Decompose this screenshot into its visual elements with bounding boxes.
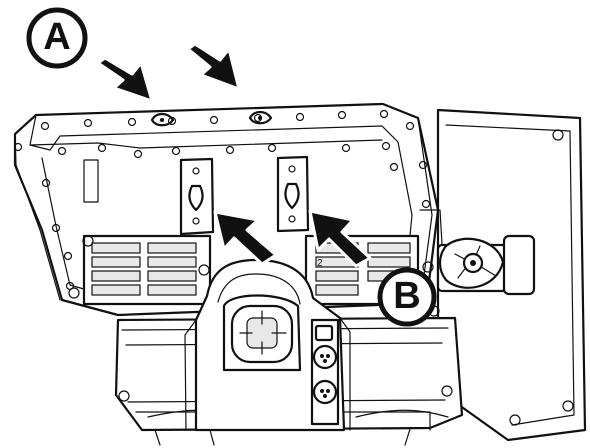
mounting-plates — [179, 155, 310, 236]
tilt-knob — [436, 234, 536, 296]
right-plate-slot — [284, 165, 300, 223]
left-fan-stack — [91, 242, 197, 296]
callout-b: B — [377, 267, 437, 327]
callout-b-label: B — [393, 275, 420, 317]
frame-screws — [13, 109, 431, 291]
callout-a: A — [26, 7, 88, 69]
yoke-assembly — [184, 258, 351, 432]
arrows — [96, 42, 372, 268]
fan-number-label: 2 — [317, 258, 323, 269]
top-slots — [150, 110, 273, 127]
arrow-bottom-left — [213, 210, 278, 266]
arrow-bottom-right — [308, 209, 372, 268]
callout-a-label: A — [43, 16, 70, 58]
left-plate-slot — [188, 167, 204, 225]
side-connectors — [310, 318, 340, 426]
arrow-top-left — [96, 56, 154, 103]
arrow-top-right — [186, 42, 241, 91]
